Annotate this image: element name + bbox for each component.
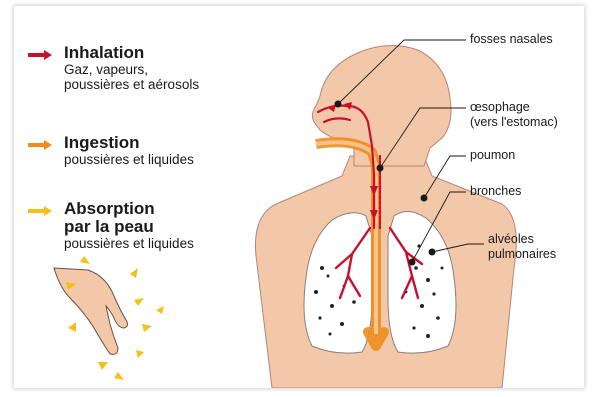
label-fosses-nasales: fosses nasales bbox=[470, 32, 553, 47]
route-subtitle-inhalation-line-2: poussières et aérosols bbox=[64, 77, 199, 92]
route-subtitle-inhalation-line-1: Gaz, vapeurs, bbox=[64, 62, 148, 77]
label-alveoles-line-2: pulmonaires bbox=[488, 247, 556, 262]
route-subtitle-ingestion: poussières et liquides bbox=[64, 152, 194, 167]
label-oesophage-line-1: œsophage bbox=[470, 100, 530, 115]
hand bbox=[54, 268, 128, 354]
diagram-frame: Inhalation Gaz, vapeurs, poussières et a… bbox=[14, 6, 584, 388]
route-title-ingestion: Ingestion bbox=[64, 134, 140, 151]
label-oesophage-line-2: (vers l'estomac) bbox=[470, 115, 558, 130]
route-title-inhalation: Inhalation bbox=[64, 44, 144, 61]
route-subtitle-absorption: poussières et liquides bbox=[64, 236, 194, 251]
hand-illustration bbox=[54, 256, 164, 380]
inhalation-arrow-icon bbox=[28, 50, 54, 60]
route-title-absorption-line-2: par la peau bbox=[64, 218, 154, 235]
label-poumon: poumon bbox=[470, 148, 515, 163]
ingestion-arrow-icon bbox=[28, 140, 54, 150]
route-title-absorption-line-1: Absorption bbox=[64, 200, 155, 217]
label-bronches: bronches bbox=[470, 184, 521, 199]
absorption-arrow-icon bbox=[28, 206, 54, 216]
label-alveoles-line-1: alvéoles bbox=[488, 232, 534, 247]
